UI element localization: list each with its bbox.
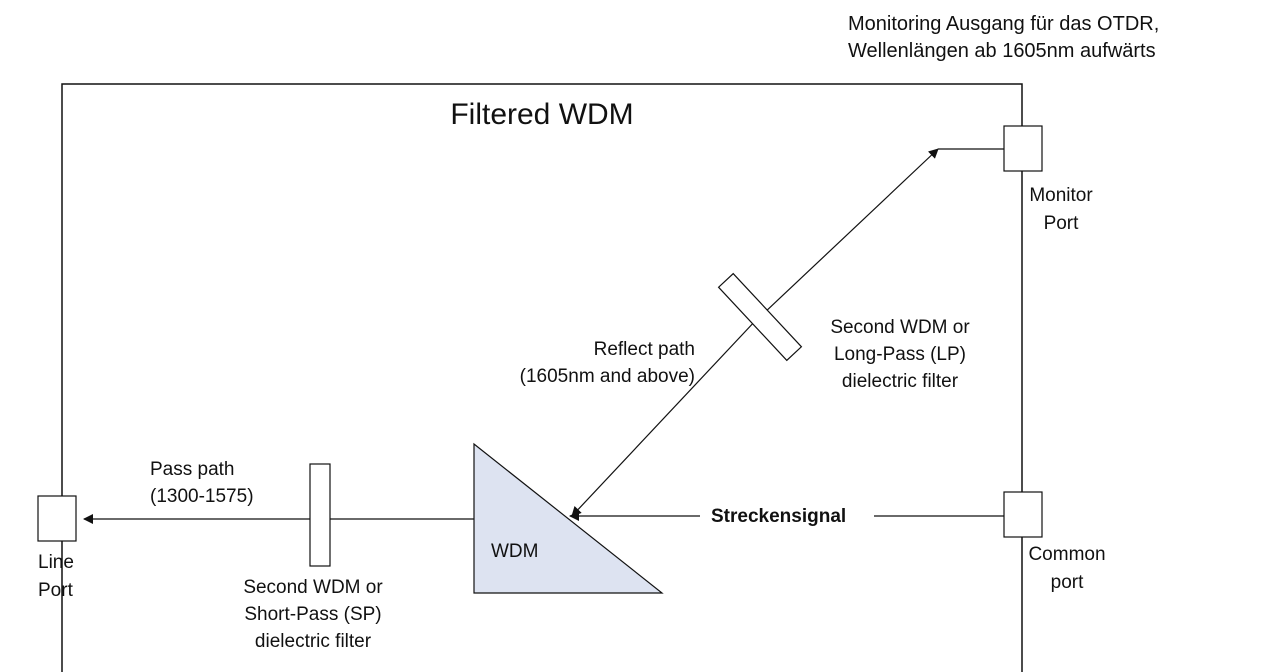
wdm-label: WDM (491, 541, 538, 562)
common-port (1003, 491, 1043, 538)
reflect-path-label-line2: (1605nm and above) (520, 366, 695, 387)
common-port-label-line1: Common (1028, 544, 1105, 565)
sp-filter-label-line2: Short-Pass (SP) (244, 604, 381, 625)
header-note-line2: Wellenlängen ab 1605nm aufwärts (848, 40, 1156, 62)
common-port-label-line2: port (1051, 572, 1084, 593)
sp-filter-label-line1: Second WDM or (243, 577, 383, 598)
lp-filter (717, 272, 803, 362)
sp-filter-label-line3: dielectric filter (255, 631, 372, 652)
line-port-label-line1: Line (38, 552, 74, 573)
streckensignal-label: Streckensignal (711, 506, 846, 527)
pass-path-label-line2: (1300-1575) (150, 486, 254, 507)
line-port-label-line2: Port (38, 580, 74, 601)
lp-filter-label-line2: Long-Pass (LP) (834, 344, 966, 365)
wdm-element (473, 442, 664, 594)
filtered-wdm-enclosure (61, 83, 1023, 672)
monitor-port (1003, 125, 1043, 172)
sp-filter (309, 463, 331, 567)
lp-filter-to-monitor-path (761, 148, 939, 316)
line-port (37, 495, 77, 542)
lp-filter-label-line1: Second WDM or (830, 317, 970, 338)
reflect-path-label-line1: Reflect path (594, 339, 695, 360)
monitor-port-label-line1: Monitor (1029, 185, 1093, 206)
lp-filter-label-line3: dielectric filter (842, 371, 959, 392)
monitor-port-label-line2: Port (1044, 213, 1080, 234)
pass-path-label-line1: Pass path (150, 459, 235, 480)
reflect-path-to-lp-filter (571, 318, 758, 517)
header-note-line1: Monitoring Ausgang für das OTDR, (848, 13, 1159, 35)
box-title: Filtered WDM (450, 98, 633, 131)
